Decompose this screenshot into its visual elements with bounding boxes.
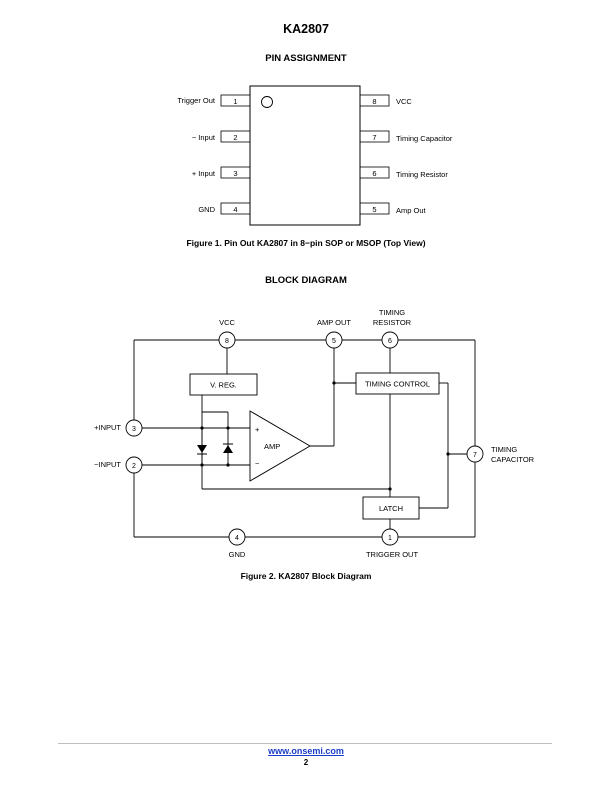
pin-8-number: 8	[372, 97, 376, 106]
bd-pin-2: 2	[125, 456, 143, 474]
vreg-label: V. REG.	[210, 381, 237, 390]
latch-label: LATCH	[379, 504, 403, 513]
diode-up-icon	[223, 443, 233, 453]
plus-input-label: +INPUT	[94, 423, 121, 432]
ic-package-body	[249, 85, 361, 226]
timing-capacitor-label-line2: CAPACITOR	[491, 455, 535, 464]
pin-5-label: Amp Out	[396, 206, 427, 215]
pin-8-label: VCC	[396, 97, 412, 106]
bd-pin-3: 3	[125, 419, 143, 437]
junction-dot	[200, 463, 204, 467]
minus-input-label: −INPUT	[94, 460, 121, 469]
junction-dot	[226, 463, 230, 467]
pin-2-box	[220, 130, 251, 143]
bd-pin-1: 1	[381, 528, 399, 546]
timing-control-label: TIMING CONTROL	[365, 380, 430, 389]
pin-6-number: 6	[372, 169, 376, 178]
pin-3-number: 3	[233, 169, 237, 178]
pin-6-label: Timing Resistor	[396, 170, 448, 179]
footer-divider	[58, 743, 552, 744]
bd-pin-7-number: 7	[473, 452, 477, 459]
timing-resistor-label-line1: TIMING	[379, 308, 405, 317]
pin-7: 7 Timing Capacitor	[359, 130, 453, 143]
pin-4-number: 4	[233, 205, 237, 214]
pin-3-box	[220, 166, 251, 179]
vcc-label: VCC	[219, 318, 235, 327]
pin-2: 2 − Input	[192, 130, 251, 143]
trigger-out-label: TRIGGER OUT	[366, 550, 419, 559]
timing-capacitor-label-line1: TIMING	[491, 445, 517, 454]
pin-7-number: 7	[372, 133, 376, 142]
bd-pin-7: 7	[466, 445, 484, 463]
pin-assignment-title: PIN ASSIGNMENT	[265, 53, 347, 64]
junction-dot	[446, 452, 450, 456]
pin-6-box	[359, 166, 390, 179]
pin-6: 6 Timing Resistor	[359, 166, 448, 179]
bd-pin-4-number: 4	[235, 535, 239, 542]
pin-3: 3 + Input	[192, 166, 251, 179]
document-title: KA2807	[283, 22, 329, 36]
footer-url: www.onsemi.com	[0, 746, 612, 756]
timing-resistor-label-line2: RESISTOR	[373, 318, 412, 327]
timing-control-block	[355, 372, 440, 395]
bd-pin-2-number: 2	[132, 463, 136, 470]
diode-down-icon	[197, 445, 207, 455]
pin-1-box	[220, 94, 251, 107]
pin-8-box	[359, 94, 390, 107]
pin-2-number: 2	[233, 133, 237, 142]
website-link[interactable]: www.onsemi.com	[268, 746, 344, 756]
bd-pin-6-number: 6	[388, 338, 392, 345]
pin-4-box	[220, 202, 251, 215]
bd-pin-4: 4	[228, 528, 246, 546]
pin-4-label: GND	[198, 205, 215, 214]
bd-pin-5-number: 5	[332, 338, 336, 345]
block-diagram-wiring	[133, 339, 476, 538]
amp-plus-label: +	[255, 425, 260, 434]
pin-5-box	[359, 202, 390, 215]
pin-3-label: + Input	[192, 169, 216, 178]
pin-1-number: 1	[233, 97, 237, 106]
bd-pin-8-number: 8	[225, 338, 229, 345]
junction-dot	[200, 426, 204, 430]
figure-2-caption: Figure 2. KA2807 Block Diagram	[240, 571, 372, 581]
amp-triangle	[249, 410, 311, 482]
pin1-marker	[261, 96, 273, 108]
pin-2-label: − Input	[192, 133, 216, 142]
amp-label: AMP	[264, 442, 280, 451]
junction-dot	[332, 381, 336, 385]
figure-1-caption: Figure 1. Pin Out KA2807 in 8−pin SOP or…	[186, 238, 426, 248]
junction-dot	[388, 487, 392, 491]
page-number: 2	[303, 758, 309, 767]
amp-minus-label: −	[255, 459, 260, 468]
amp-out-label: AMP OUT	[317, 318, 351, 327]
junction-dots	[200, 381, 450, 491]
block-diagram-title: BLOCK DIAGRAM	[265, 275, 347, 286]
pin-8: 8 VCC	[359, 94, 412, 107]
bd-pin-5: 5	[325, 331, 343, 349]
latch-block	[362, 496, 420, 520]
bd-pin-6: 6	[381, 331, 399, 349]
pin-7-box	[359, 130, 390, 143]
pin-4: 4 GND	[198, 202, 251, 215]
pin-1: 1 Trigger Out	[177, 94, 251, 107]
vreg-block	[189, 373, 258, 396]
gnd-label: GND	[229, 550, 246, 559]
bd-pin-1-number: 1	[388, 535, 392, 542]
junction-dot	[226, 426, 230, 430]
bd-pin-8: 8	[218, 331, 236, 349]
pin-7-label: Timing Capacitor	[396, 134, 453, 143]
pin-5: 5 Amp Out	[359, 202, 427, 215]
pin-5-number: 5	[372, 205, 376, 214]
bd-pin-3-number: 3	[132, 426, 136, 433]
pin-1-label: Trigger Out	[177, 96, 216, 105]
